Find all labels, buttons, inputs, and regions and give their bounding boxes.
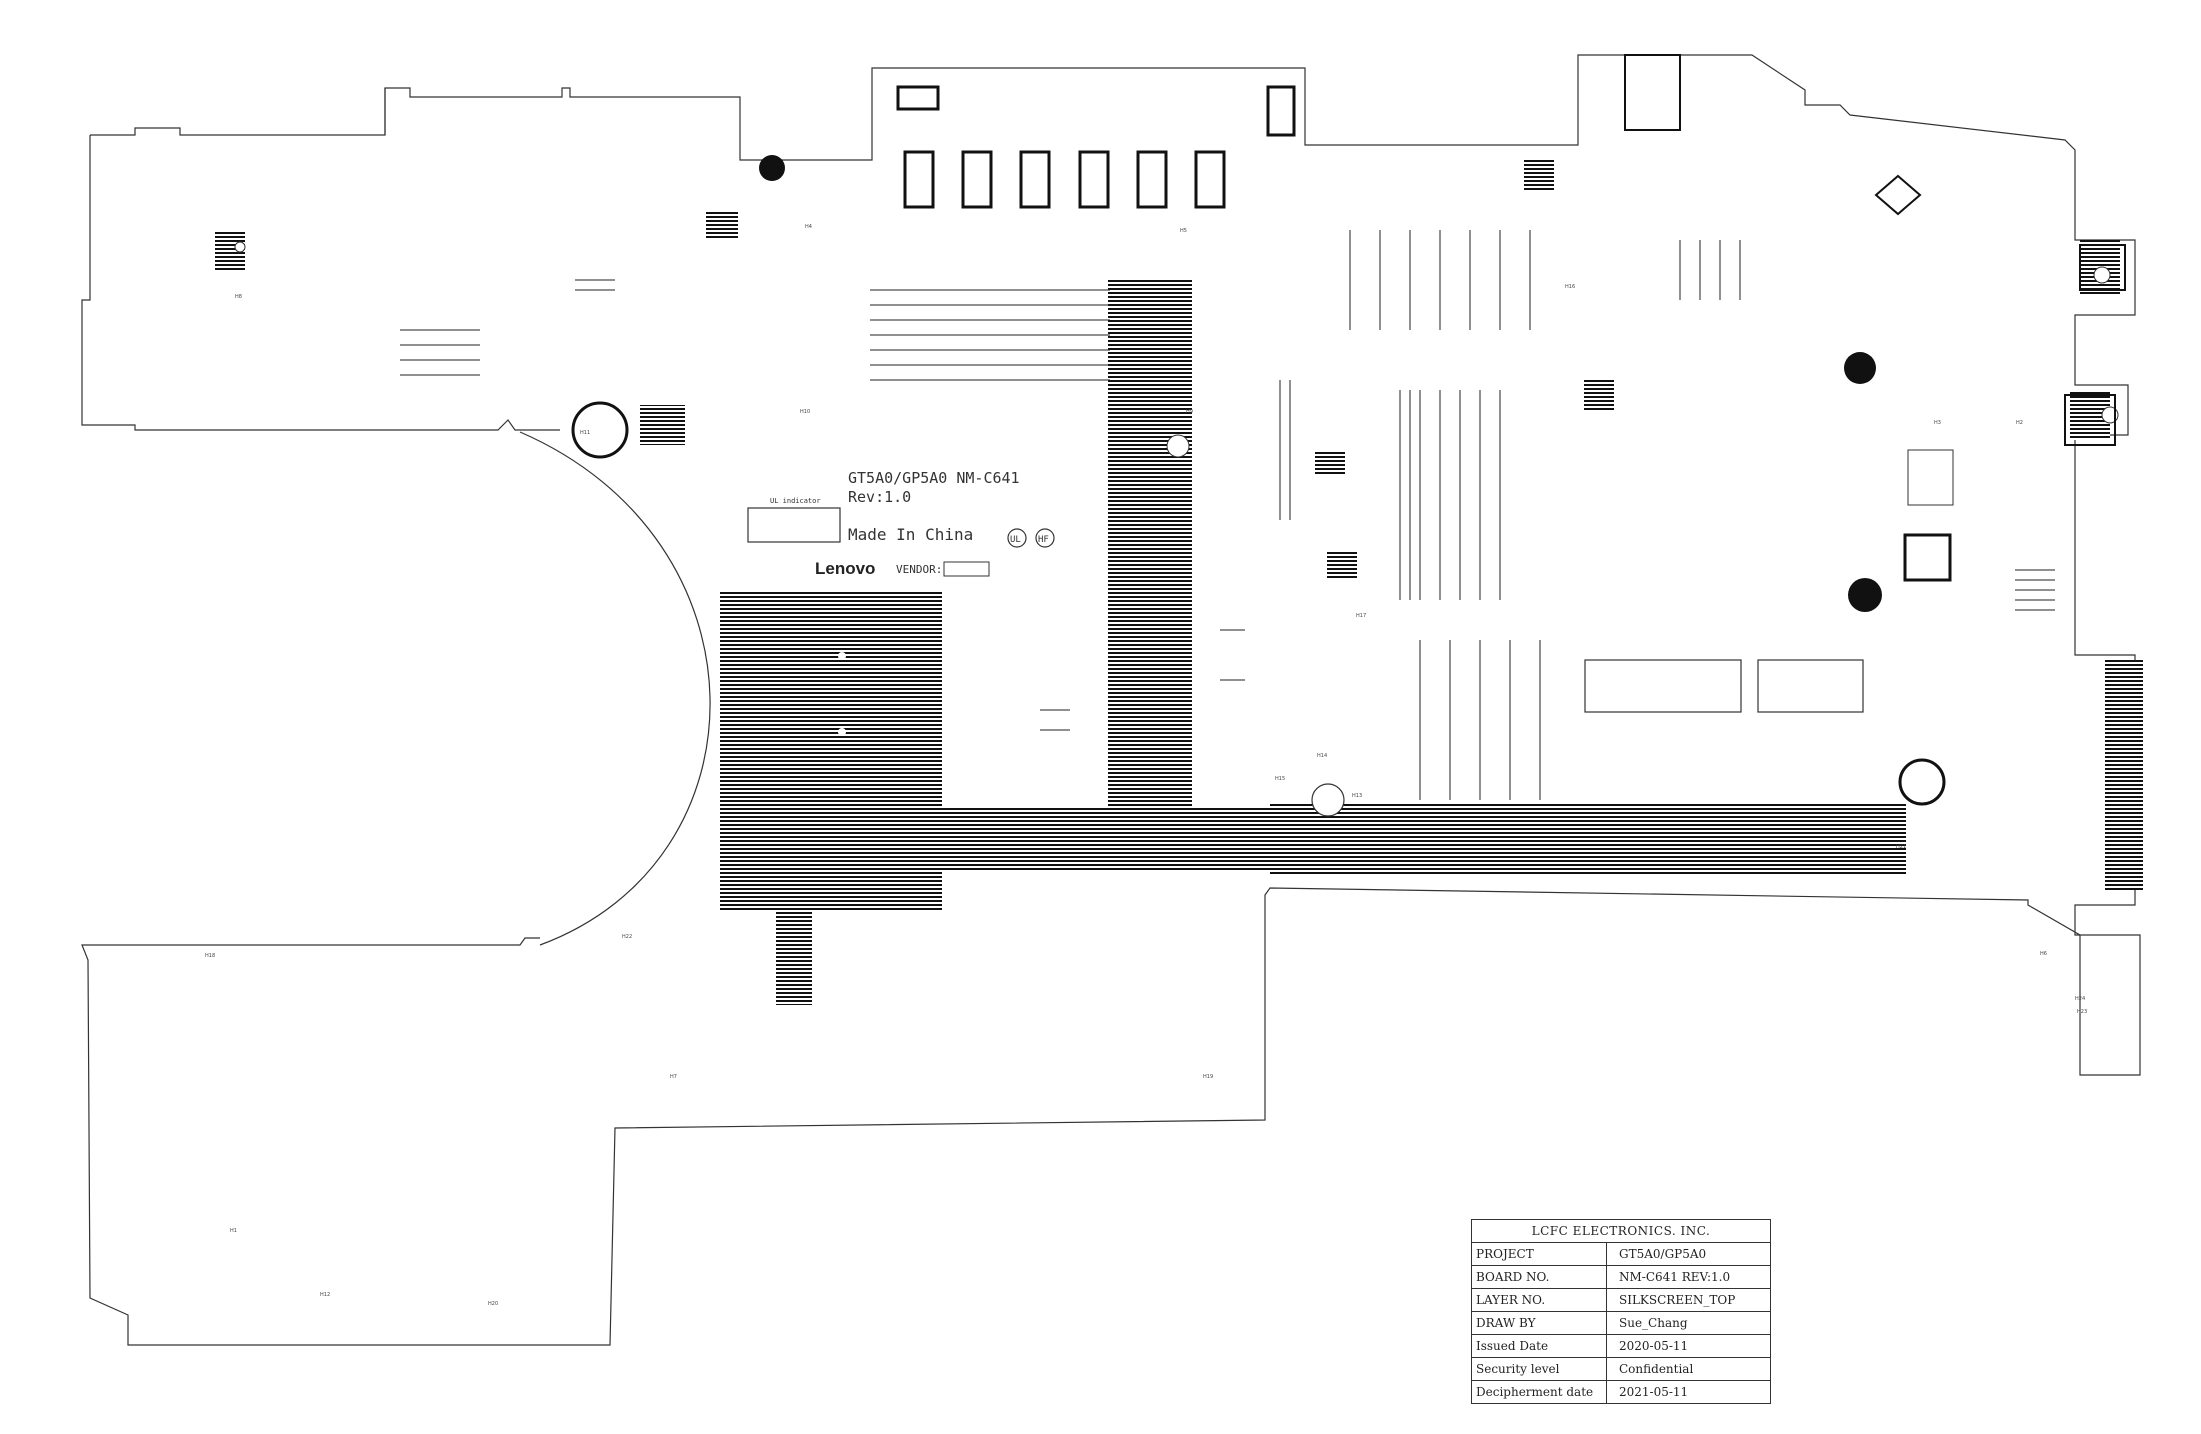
ref-label: H3 xyxy=(1934,420,1941,426)
title-block-key: PROJECT xyxy=(1472,1243,1607,1265)
connector-shell xyxy=(1624,54,1681,131)
pad-hatch-6 xyxy=(706,210,738,238)
title-block-company: LCFC ELECTRONICS. INC. xyxy=(1472,1220,1770,1243)
chip-diamond xyxy=(1874,174,1922,216)
pad-hatch-1 xyxy=(640,405,685,445)
made-in-label: Made In China xyxy=(848,525,973,544)
ref-label: H20 xyxy=(488,1301,498,1307)
title-block-key: Decipherment date xyxy=(1472,1381,1607,1403)
title-block-key: Issued Date xyxy=(1472,1335,1607,1357)
ref-label: H13 xyxy=(1352,793,1362,799)
component-clusters xyxy=(400,230,2055,800)
board-rev-line: Rev:1.0 xyxy=(848,488,911,506)
inductor-row xyxy=(896,85,1296,209)
bga-ring xyxy=(759,155,785,181)
ref-label: H22 xyxy=(622,934,632,940)
title-block-key: Security level xyxy=(1472,1358,1607,1380)
mount-hole xyxy=(1166,434,1190,458)
mount-hole xyxy=(838,652,846,660)
pcb-outline-left-wing xyxy=(81,88,560,431)
title-block-row: Issued Date 2020-05-11 xyxy=(1472,1335,1770,1358)
board-project-line: GT5A0/GP5A0 NM-C641 xyxy=(848,469,1020,487)
chip-outline xyxy=(1907,449,1954,506)
title-block-value: Sue_Chang xyxy=(1619,1316,1688,1330)
mount-hole xyxy=(1898,758,1946,806)
ref-label: H10 xyxy=(800,409,810,415)
title-block-row: Security level Confidential xyxy=(1472,1358,1770,1381)
title-block-row: BOARD NO. NM-C641 REV:1.0 xyxy=(1472,1266,1770,1289)
title-block-key: DRAW BY xyxy=(1472,1312,1607,1334)
mount-hole xyxy=(1311,783,1345,817)
title-block-value: Confidential xyxy=(1619,1362,1694,1376)
mount-hole xyxy=(2093,266,2111,284)
chip-outline xyxy=(1903,533,1952,582)
ref-label: H17 xyxy=(1356,613,1366,619)
pad-hatch-2 xyxy=(1524,160,1554,190)
title-block-row: LAYER NO. SILKSCREEN_TOP xyxy=(1472,1289,1770,1312)
title-block-key: LAYER NO. xyxy=(1472,1289,1607,1311)
heatsink-area-right xyxy=(1270,804,1906,874)
title-block-value: SILKSCREEN_TOP xyxy=(1619,1293,1736,1307)
title-block-value: NM-C641 REV:1.0 xyxy=(1619,1270,1731,1284)
ref-label: H12 xyxy=(320,1292,330,1298)
fan-cutout-arc xyxy=(519,431,711,946)
ref-label: H6 xyxy=(2040,951,2047,957)
ref-label: H18 xyxy=(205,953,215,959)
title-block-row: Decipherment date 2021-05-11 xyxy=(1472,1381,1770,1403)
vendor-label: VENDOR: xyxy=(896,563,942,576)
bga-ring xyxy=(1848,578,1882,612)
connector-outline xyxy=(1757,659,1864,713)
heatpipe-stub xyxy=(776,905,812,1005)
ref-label: H23 xyxy=(2077,1009,2087,1015)
title-block-row: DRAW BY Sue_Chang xyxy=(1472,1312,1770,1335)
ul-indicator-box xyxy=(747,507,841,543)
halogen-free-icon xyxy=(1035,528,1055,548)
connector-outline xyxy=(1584,659,1742,713)
pad-hatch-3 xyxy=(1584,380,1614,410)
vendor-box xyxy=(943,561,990,577)
title-block-value: GT5A0/GP5A0 xyxy=(1619,1247,1707,1261)
ref-label: H19 xyxy=(1203,1074,1213,1080)
ref-label: H2 xyxy=(2016,420,2023,426)
ref-label: H11 xyxy=(580,430,590,436)
mount-hole xyxy=(234,241,246,253)
title-block-value: 2021-05-11 xyxy=(1619,1385,1689,1399)
title-block-row: PROJECT GT5A0/GP5A0 xyxy=(1472,1243,1770,1266)
connector-shell xyxy=(2079,244,2126,291)
ref-label: H15 xyxy=(1275,776,1285,782)
title-block-key: BOARD NO. xyxy=(1472,1266,1607,1288)
pad-hatch-4 xyxy=(1315,450,1345,476)
connector-hatch-right xyxy=(2105,660,2143,890)
ref-label: H9 xyxy=(1186,409,1193,415)
ref-label: H14 xyxy=(1317,753,1327,759)
title-block: LCFC ELECTRONICS. INC. PROJECT GT5A0/GP5… xyxy=(1471,1219,1771,1404)
connector-shell xyxy=(2064,394,2116,446)
mount-hole xyxy=(571,401,629,459)
ref-label: H4 xyxy=(805,224,812,230)
halogen-free-text: HF xyxy=(1038,535,1049,545)
ref-label: H7 xyxy=(670,1074,677,1080)
ref-label: H8 xyxy=(235,294,242,300)
heatpipe-vertical xyxy=(1108,280,1192,808)
pad-hatch-5 xyxy=(1327,550,1357,578)
ref-label: H24 xyxy=(2075,996,2085,1002)
ref-label: H1 xyxy=(230,1228,237,1234)
ref-label: H21 xyxy=(1896,844,1906,850)
heatsink-area-bottom xyxy=(720,808,1270,870)
mount-hole xyxy=(838,728,846,736)
ref-label: H5 xyxy=(1180,228,1187,234)
lenovo-logo: Lenovo xyxy=(815,559,875,578)
ul-indicator-label: UL indicator xyxy=(770,497,821,505)
ref-label: H16 xyxy=(1565,284,1575,290)
title-block-value: 2020-05-11 xyxy=(1619,1339,1689,1353)
ul-mark-text: UL xyxy=(1010,535,1021,545)
pcb-outline-upper xyxy=(81,54,2141,1346)
bga-ring xyxy=(1844,352,1876,384)
ref-designators: H8 H11 H10 H4 H9 H16 H17 H14 H13 H5 H3 H… xyxy=(205,224,2087,1307)
ul-mark-icon xyxy=(1007,528,1027,548)
